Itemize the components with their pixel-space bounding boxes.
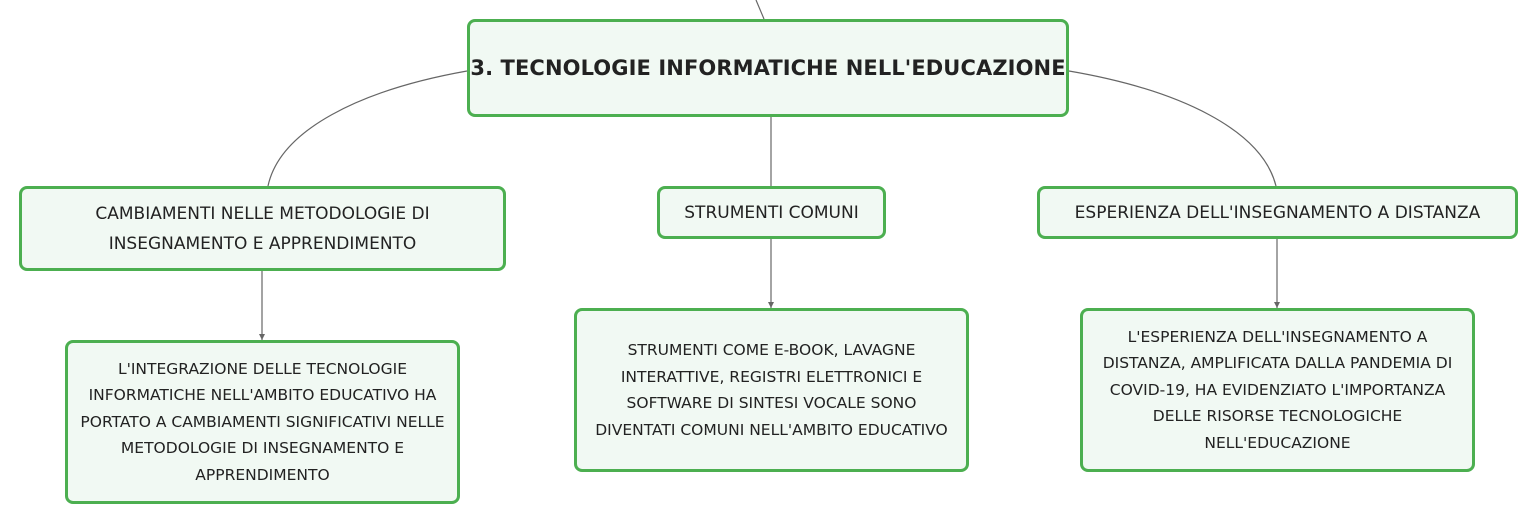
arrowhead-2 xyxy=(768,302,774,308)
detail-node-text: L'INTEGRAZIONE DELLE TECNOLOGIE INFORMAT… xyxy=(80,359,445,484)
branch-node-label: STRUMENTI COMUNI xyxy=(684,202,859,223)
detail-node-common-tools[interactable]: STRUMENTI COME E-BOOK, LAVAGNE INTERATTI… xyxy=(574,308,969,472)
branch-node-common-tools[interactable]: STRUMENTI COMUNI xyxy=(657,186,886,239)
root-node[interactable]: 3. TECNOLOGIE INFORMATICHE NELL'EDUCAZIO… xyxy=(467,19,1069,117)
branch-node-label: ESPERIENZA DELL'INSEGNAMENTO A DISTANZA xyxy=(1074,202,1481,223)
branch-node-label: CAMBIAMENTI NELLE METODOLOGIE DI INSEGNA… xyxy=(95,203,430,254)
connector-root-to-branch-3 xyxy=(1068,70,1277,187)
detail-node-text: L'ESPERIENZA DELL'INSEGNAMENTO A DISTANZ… xyxy=(1102,327,1453,452)
connector-parent-to-root xyxy=(755,0,765,20)
detail-node-methodologies[interactable]: L'INTEGRAZIONE DELLE TECNOLOGIE INFORMAT… xyxy=(65,340,460,504)
root-node-label: 3. TECNOLOGIE INFORMATICHE NELL'EDUCAZIO… xyxy=(470,56,1066,80)
detail-node-text: STRUMENTI COME E-BOOK, LAVAGNE INTERATTI… xyxy=(595,341,948,439)
branch-node-distance-teaching[interactable]: ESPERIENZA DELL'INSEGNAMENTO A DISTANZA xyxy=(1037,186,1518,239)
arrowhead-3 xyxy=(1274,302,1280,308)
detail-node-distance-teaching[interactable]: L'ESPERIENZA DELL'INSEGNAMENTO A DISTANZ… xyxy=(1080,308,1475,472)
connector-root-to-branch-1 xyxy=(267,70,468,187)
branch-node-methodologies[interactable]: CAMBIAMENTI NELLE METODOLOGIE DI INSEGNA… xyxy=(19,186,506,271)
arrowhead-1 xyxy=(259,334,265,340)
